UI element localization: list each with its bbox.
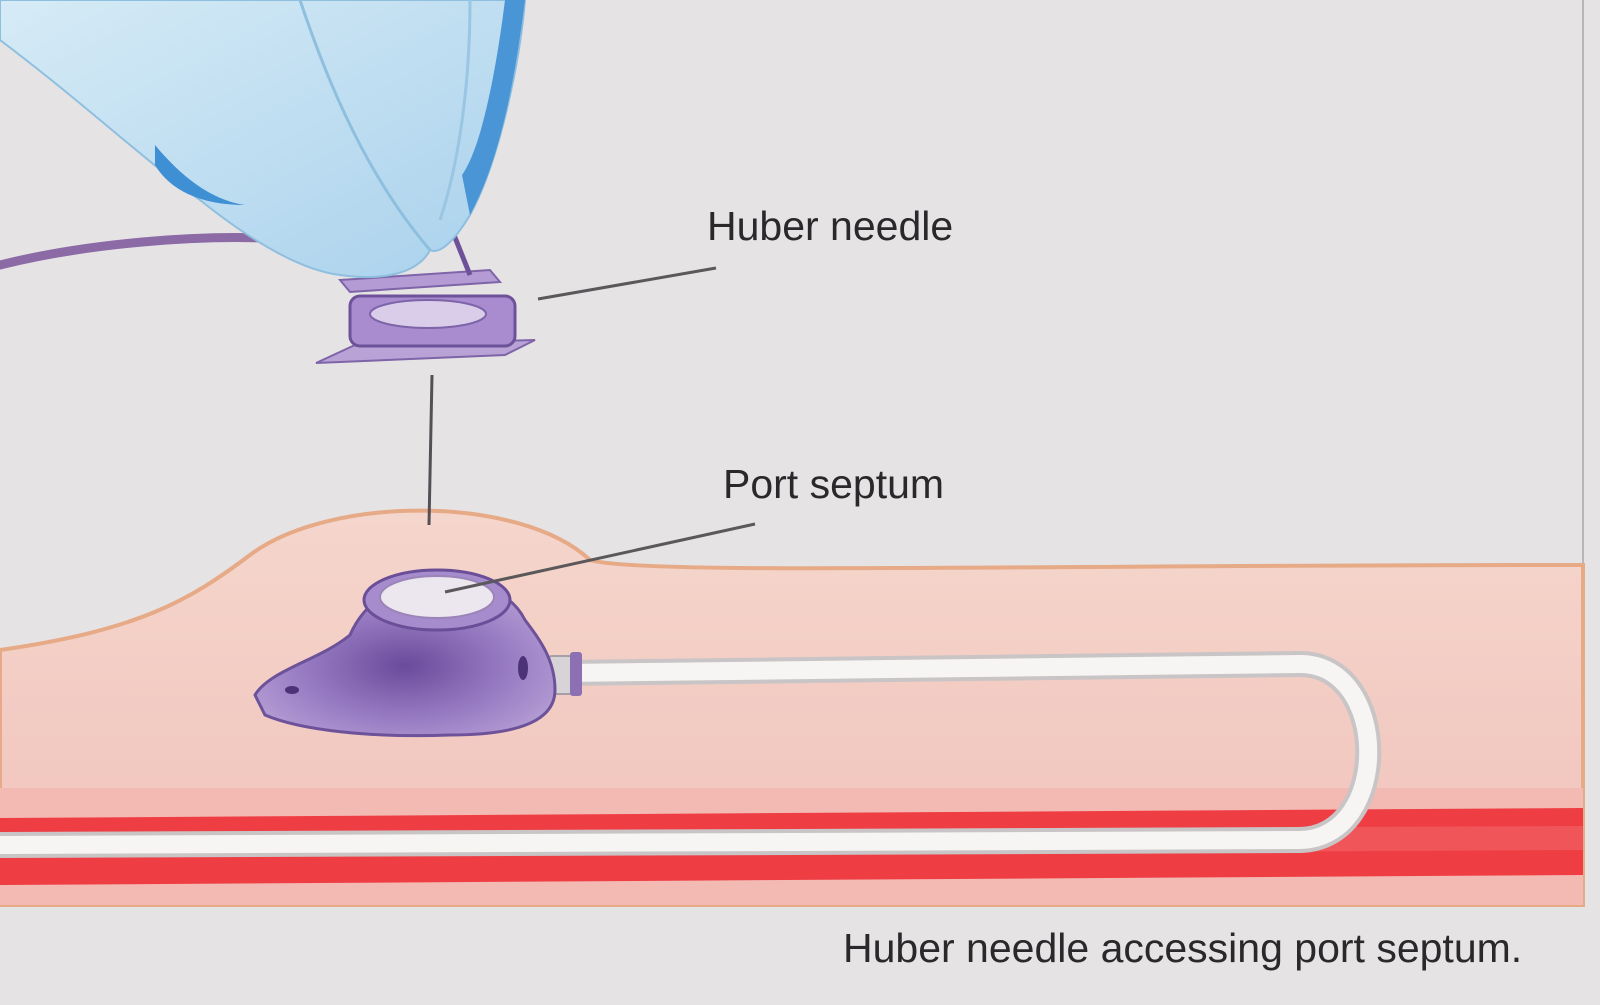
needle-tubing [0, 233, 305, 270]
port-septum [379, 575, 495, 619]
leader-port-septum [444, 522, 756, 594]
figure-caption: Huber needle accessing port septum. [843, 925, 1523, 971]
gloved-hand [0, 0, 527, 278]
needle-shaft [427, 374, 434, 526]
catheter-tube-inner [0, 654, 1378, 854]
leader-huber-needle [537, 266, 717, 301]
label-huber-needle: Huber needle [707, 203, 954, 249]
label-port-septum: Port septum [723, 461, 945, 507]
